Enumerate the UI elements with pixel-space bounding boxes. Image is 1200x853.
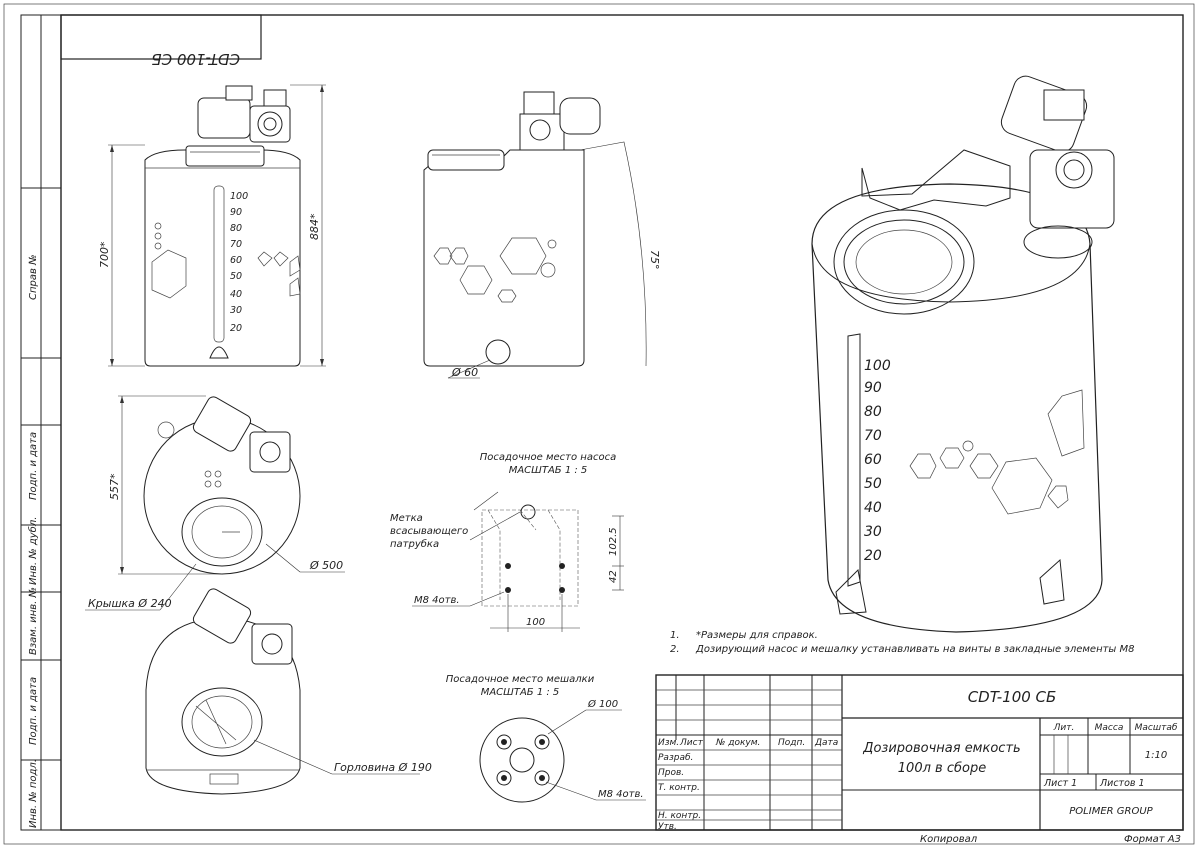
tb-utv: Утв. (658, 822, 677, 832)
tb-doc: № докум. (715, 738, 760, 748)
front-mark-30: 30 (230, 305, 242, 316)
pump-seat-scale: МАСШТАБ 1 : 5 (509, 465, 588, 476)
dim-884: 884* (308, 213, 321, 240)
stamp-code-mirrored: CDT-100 СБ (151, 50, 240, 68)
tb-sheet: Лист 1 (1043, 778, 1077, 789)
mixer-m8-label: M8 4отв. (598, 789, 644, 800)
front-mark-50: 50 (230, 271, 242, 282)
notes: 1. *Размеры для справок. 2. Дозирующий н… (670, 630, 1135, 655)
tb-scale-value: 1:10 (1145, 750, 1167, 761)
title-block: CDT-100 СБ Дозировочная емкость 100л в с… (655, 674, 1184, 832)
iso-mark-90: 90 (864, 380, 882, 396)
dim-lid-240: Крышка Ø 240 (88, 597, 172, 610)
title-name-1: Дозировочная емкость (862, 741, 1020, 756)
side-label-sprav: Справ № (28, 255, 39, 300)
front-view: 700* 884* (98, 84, 326, 367)
front-mark-100: 100 (230, 191, 248, 202)
iso-mark-40: 40 (864, 500, 882, 516)
tb-razrab: Разраб. (658, 753, 693, 763)
front-mark-70: 70 (230, 239, 242, 250)
note-1-num: 1. (670, 630, 680, 641)
front-mark-80: 80 (230, 223, 242, 234)
dim-500: Ø 500 (309, 559, 343, 572)
tb-date: Дата (814, 738, 838, 748)
front-mark-40: 40 (230, 289, 242, 300)
tb-lit: Лит. (1053, 723, 1075, 733)
side-view: Ø 60 75° (423, 91, 661, 379)
top-view-mixer: Горловина Ø 190 (145, 588, 432, 795)
top-left-stamp: CDT-100 СБ (60, 14, 262, 68)
pump-note-line3: патрубка (390, 538, 439, 550)
side-label-inv-dubl: Инв. № дубл. (27, 517, 39, 585)
iso-mark-20: 20 (864, 548, 882, 564)
dim-75deg: 75° (648, 250, 661, 270)
front-mark-20: 20 (230, 323, 242, 334)
iso-mark-50: 50 (864, 476, 882, 492)
side-label-inv-podl: Инв. № подл. (28, 759, 39, 828)
pump-m8-label: M8 4отв. (414, 595, 460, 606)
iso-mark-80: 80 (864, 404, 882, 420)
note-2-text: Дозирующий насос и мешалку устанавливать… (695, 644, 1135, 655)
note-2-num: 2. (670, 644, 680, 655)
iso-mark-70: 70 (864, 428, 882, 444)
mixer-seat-detail: Посадочное место мешалки МАСШТАБ 1 : 5 Ø… (446, 674, 646, 803)
tb-tkontr: Т. контр. (658, 783, 700, 793)
mixer-seat-title: Посадочное место мешалки (446, 674, 595, 685)
dim-42: 42 (608, 570, 619, 583)
dim-outlet-60: Ø 60 (451, 366, 478, 379)
dim-mixer-100: Ø 100 (587, 698, 618, 710)
tb-nkontr: Н. контр. (658, 811, 701, 821)
pump-note-line2: всасывающего (390, 526, 468, 537)
tb-sheets: Листов 1 (1099, 778, 1145, 789)
dim-pump-100: 100 (526, 617, 545, 628)
iso-mark-60: 60 (864, 452, 882, 468)
dim-1025: 102.5 (608, 527, 619, 556)
footer-format: Формат А3 (1124, 834, 1181, 845)
outer-frame (3, 3, 1195, 845)
pump-seat-title: Посадочное место насоса (480, 452, 616, 463)
dim-700: 700* (98, 241, 111, 268)
front-scale-marks: 100 90 80 70 60 50 40 30 20 (230, 191, 248, 334)
side-label-podp1: Подп. и дата (28, 432, 39, 500)
dim-neck-190: Горловина Ø 190 (334, 761, 432, 774)
iso-mark-30: 30 (864, 524, 882, 540)
side-label-vzam: Взам. инв. № (28, 587, 39, 655)
dim-557: 557* (108, 473, 121, 500)
tb-scale-label: Масштаб (1135, 723, 1178, 733)
mixer-seat-scale: МАСШТАБ 1 : 5 (481, 687, 560, 698)
tb-list: Лист (679, 738, 704, 748)
tb-org: POLIMER GROUP (1069, 806, 1153, 817)
title-name-2: 100л в сборе (898, 761, 986, 776)
tb-prov: Пров. (658, 768, 684, 778)
footer-copied: Копировал (920, 834, 978, 845)
iso-scale-marks: 100 90 80 70 60 50 40 30 20 (864, 358, 891, 564)
pump-note-line1: Метка (390, 513, 423, 524)
front-mark-60: 60 (230, 255, 242, 266)
tb-podp: Подп. (778, 738, 805, 748)
front-mark-90: 90 (230, 207, 242, 218)
note-1-text: *Размеры для справок. (696, 630, 818, 641)
pump-seat-detail: Посадочное место насоса МАСШТАБ 1 : 5 Ме… (390, 452, 624, 632)
iso-mark-100: 100 (864, 358, 891, 374)
tb-mass: Масса (1095, 723, 1124, 733)
top-view: 557* Ø 500 Крышка Ø 240 (85, 395, 345, 611)
isometric-view (811, 75, 1115, 633)
tb-izm: Изм. (658, 738, 679, 748)
side-label-podp2: Подп. и дата (28, 677, 39, 745)
title-code: CDT-100 СБ (968, 688, 1057, 706)
side-strip: Справ № Подп. и дата Инв. № дубл. Взам. … (20, 14, 62, 831)
